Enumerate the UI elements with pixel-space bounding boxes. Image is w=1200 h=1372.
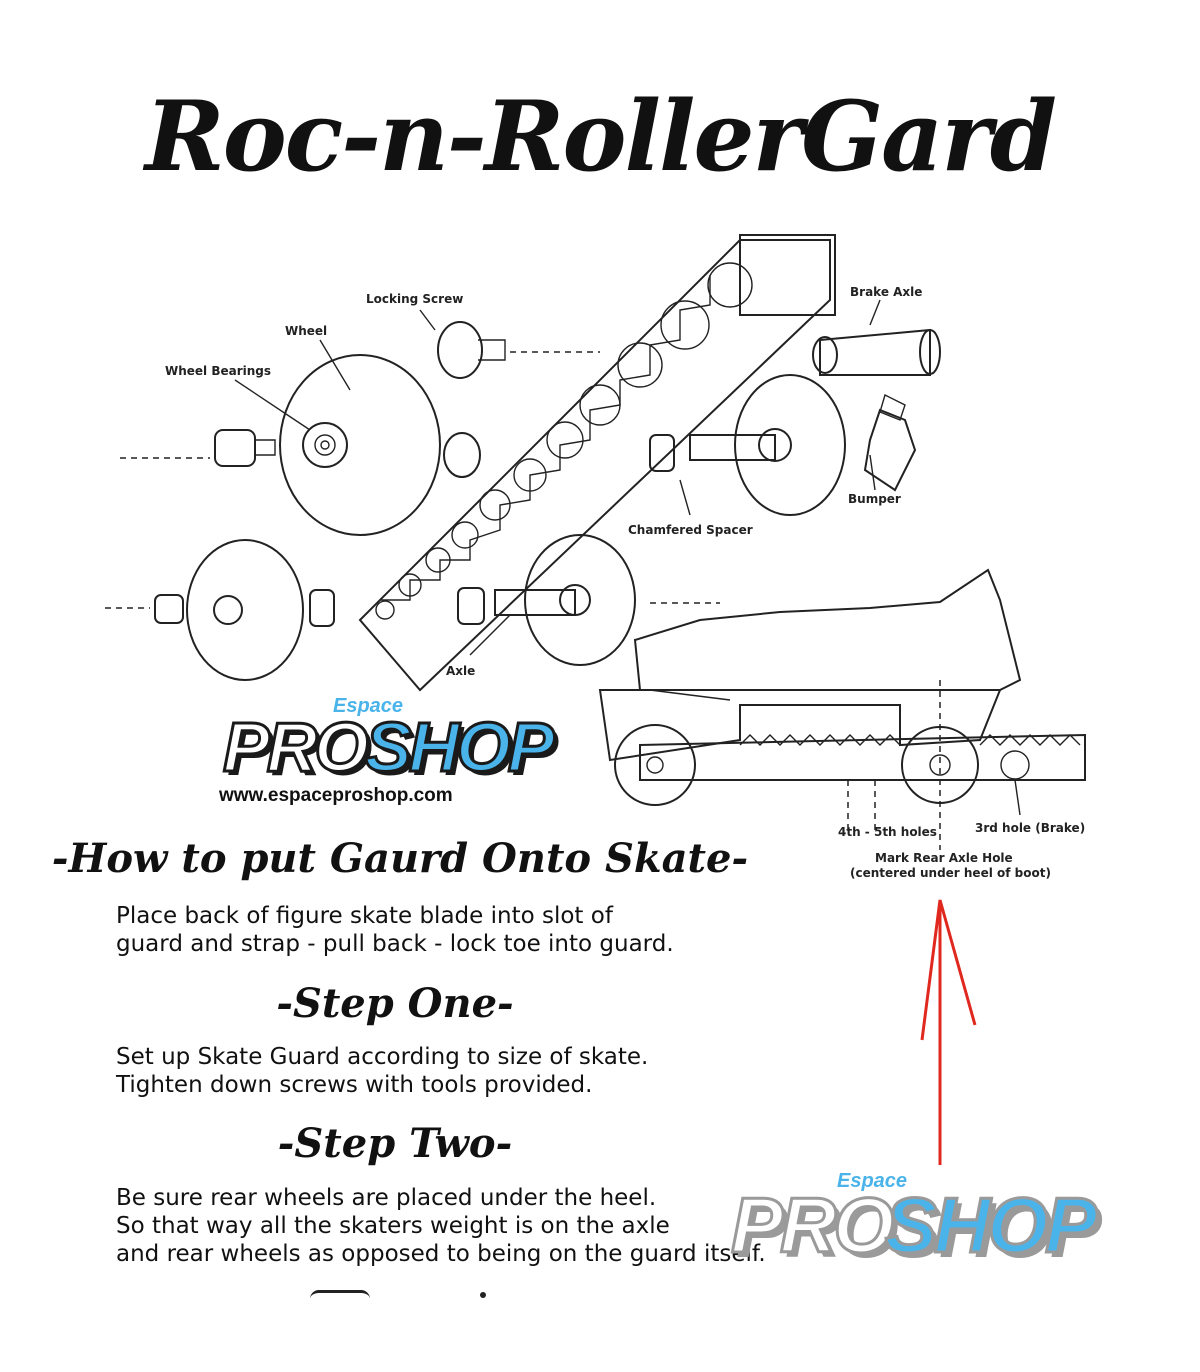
bumper-part [863,393,917,492]
text-how-to-1: Place back of figure skate blade into sl… [116,903,613,929]
label-mark-rear-1: Mark Rear Axle Hole [875,851,1013,865]
wheel-lower-left [154,539,335,681]
skate-boot [598,568,1022,762]
proshop-logo-watermark: Espace PRO SHOP [725,1170,1098,1271]
heading-step-two: -Step Two- [277,1120,513,1167]
text-step-two-3: and rear wheels as opposed to being on t… [116,1241,766,1267]
text-step-two-1: Be sure rear wheels are placed under the… [116,1185,657,1211]
text-step-one-1: Set up Skate Guard according to size of … [116,1044,649,1070]
guard-rail [358,234,836,692]
logo-shop: SHOP [363,707,555,788]
cutoff-heading-fragment [300,1290,500,1302]
label-wheel: Wheel [285,324,327,338]
label-brake-axle: Brake Axle [850,285,922,299]
logo2-espace: Espace [837,1170,908,1192]
label-axle: Axle [446,664,475,678]
text-how-to-2: guard and strap - pull back - lock toe i… [116,931,674,957]
logo-espace: Espace [333,695,404,717]
proshop-logo: Espace PRO SHOP www.espaceproshop.com [215,695,556,815]
wheel-lower-right [457,534,636,666]
label-chamfered-spacer: Chamfered Spacer [628,523,753,537]
label-wheel-bearings: Wheel Bearings [165,364,271,378]
exploded-diagram: Locking Screw Wheel Wheel Bearings Brake… [105,234,1086,880]
label-mark-rear-2: (centered under heel of boot) [850,866,1051,880]
logo-pro: PRO [222,707,371,788]
locking-screw-part [214,321,506,467]
brake-axle-part [812,328,941,376]
label-holes-4-5: 4th - 5th holes [838,825,937,839]
page-title: Roc-n-RollerGard [144,80,1057,193]
text-step-two-2: So that way all the skaters weight is on… [116,1213,670,1239]
guard-assembled [614,724,1086,806]
label-hole-3: 3rd hole (Brake) [975,821,1085,835]
wheel-right [443,374,846,516]
label-locking-screw: Locking Screw [366,292,463,306]
heading-step-one: -Step One- [276,980,514,1027]
logo2-shop: SHOP [883,1180,1098,1271]
red-arrow [920,899,977,1165]
label-bumper: Bumper [848,492,901,506]
heading-how-to: -How to put Gaurd Onto Skate- [51,835,749,882]
text-step-one-2: Tighten down screws with tools provided. [116,1072,593,1098]
wheel-left [279,354,441,536]
logo-url: www.espaceproshop.com [219,785,453,806]
logo2-pro: PRO [729,1180,895,1271]
